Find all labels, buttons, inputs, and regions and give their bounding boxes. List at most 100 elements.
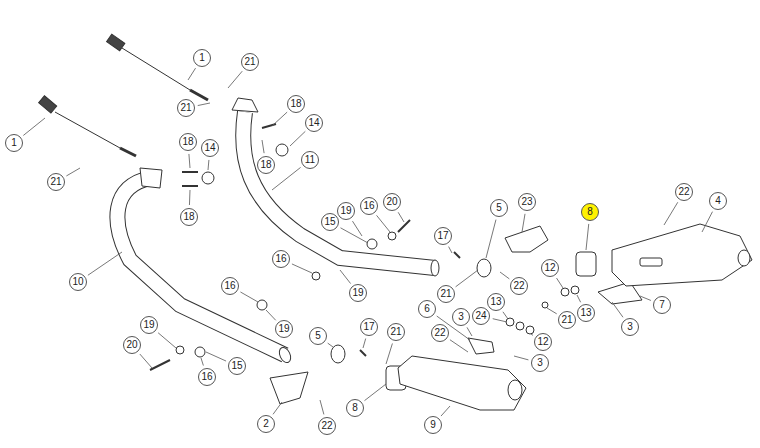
leader-line: [450, 340, 468, 352]
callout-number: 2: [257, 415, 275, 433]
callout-number: 7: [653, 296, 671, 314]
callout-number: 3: [452, 308, 470, 326]
washer: [506, 318, 514, 326]
leader-line: [208, 160, 210, 170]
leader-line: [503, 312, 508, 319]
leader-line: [228, 71, 242, 88]
callout-number: 11: [301, 151, 319, 169]
leader-line: [514, 356, 528, 360]
callout-number: 13: [577, 304, 595, 322]
leader-line: [328, 343, 333, 347]
heat-shield: [270, 372, 308, 404]
leader-line: [664, 202, 678, 225]
leader-line: [272, 167, 301, 190]
leader-line: [262, 140, 264, 153]
spacer: [367, 239, 377, 249]
leader-line: [188, 68, 196, 80]
leader-line: [66, 168, 80, 176]
pipe-end: [431, 260, 439, 276]
sensor-plug: [39, 96, 57, 113]
nut: [257, 300, 267, 310]
callout-number: 21: [47, 173, 65, 191]
sensor-cable: [122, 48, 190, 90]
mount-plate: [640, 258, 662, 266]
gasket-ring: [202, 172, 214, 184]
washer: [526, 326, 534, 334]
callout-number: 18: [257, 156, 275, 174]
callout-number: 16: [221, 277, 239, 295]
callout-number: 1: [5, 134, 23, 152]
gasket-ring: [276, 144, 288, 156]
callout-number: 21: [387, 323, 405, 341]
leader-line: [88, 252, 122, 275]
callout-number: 19: [140, 316, 158, 334]
leader-line: [320, 400, 324, 414]
callout-number: 1: [193, 49, 211, 67]
leader-line: [640, 296, 651, 300]
muffler-tip: [508, 380, 522, 400]
pipe-fill: [117, 178, 285, 355]
callout-number: 12: [541, 259, 559, 277]
leader-line: [341, 228, 368, 243]
hardware: [150, 220, 460, 370]
stud: [182, 172, 198, 186]
washer: [388, 232, 396, 240]
sensor-body: [120, 148, 136, 156]
leader-line: [441, 406, 450, 416]
muffler-tip: [738, 250, 750, 266]
leader-line: [531, 334, 533, 335]
oxygen-sensor: [39, 34, 208, 156]
leader-line: [266, 310, 276, 320]
callout-number: 18: [179, 133, 197, 151]
callout-number: 23: [518, 193, 536, 211]
callout-number: 21: [177, 99, 195, 117]
callout-number: 3: [531, 354, 549, 372]
clamp: [331, 345, 345, 363]
callout-number: 22: [318, 417, 336, 435]
callout-number: 6: [418, 300, 436, 318]
muffler-body: [612, 224, 752, 286]
callout-number: 19: [275, 320, 293, 338]
leader-line: [340, 270, 351, 284]
leader-line: [449, 247, 452, 253]
callout-number: 4: [709, 192, 727, 210]
leader-line: [398, 212, 404, 222]
washer: [571, 286, 579, 294]
washer: [516, 322, 524, 330]
callout-number: 21: [241, 53, 259, 71]
sensor-body: [190, 90, 208, 100]
callout-number: 22: [675, 183, 693, 201]
muffler: [612, 224, 752, 286]
callout-number: 21: [558, 311, 576, 329]
bracket: [468, 338, 494, 354]
callout-number: 5: [309, 327, 327, 345]
leader-line: [240, 292, 258, 302]
leader-line: [23, 118, 45, 135]
callout-number: 17: [434, 227, 452, 245]
heat-shield: [505, 226, 548, 252]
leader-line: [467, 327, 472, 336]
callout-number: 3: [621, 318, 639, 336]
leader-line: [456, 270, 478, 287]
clamp: [477, 259, 491, 277]
pipe-fill: [243, 112, 435, 268]
leader-line: [500, 272, 509, 279]
washer: [176, 346, 184, 354]
leader-line: [206, 352, 226, 361]
washer: [561, 288, 569, 296]
leader-line: [292, 264, 312, 273]
callout-number: 21: [437, 285, 455, 303]
header-pipe: [232, 98, 439, 276]
callout-number: 15: [321, 213, 339, 231]
callout-number: 20: [383, 193, 401, 211]
leader-line: [201, 358, 203, 366]
leader-line: [290, 131, 305, 146]
leader-line: [386, 343, 392, 364]
pipe-outline: [117, 178, 285, 355]
callout-number: 22: [510, 277, 528, 295]
leader-line: [522, 214, 525, 232]
leader-line: [493, 319, 507, 322]
nut: [542, 302, 548, 308]
